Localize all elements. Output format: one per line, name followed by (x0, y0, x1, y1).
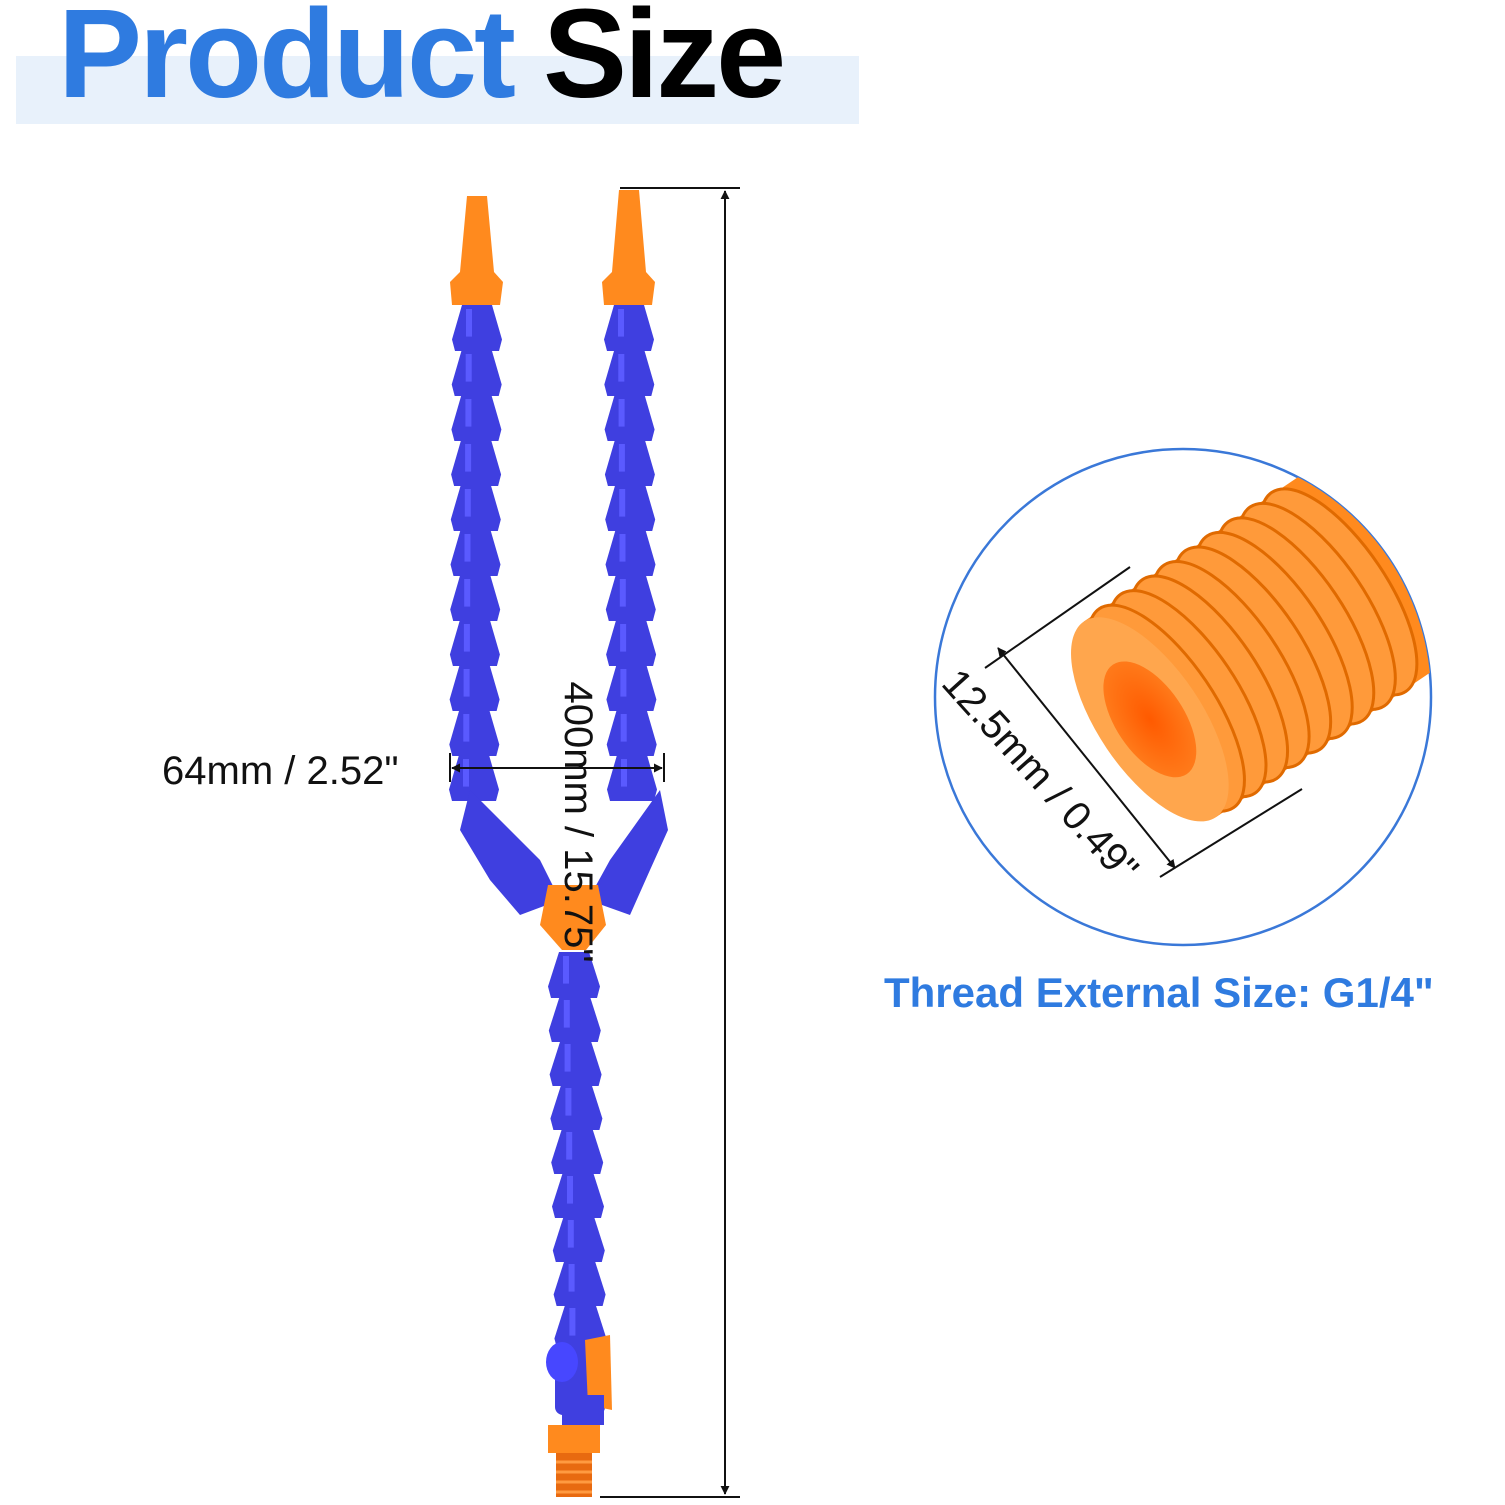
hose-segment-highlight (463, 669, 470, 697)
hose-segment-highlight (618, 309, 624, 337)
thread-size-caption: Thread External Size: G1/4" (884, 969, 1434, 1016)
hose-segment (452, 305, 502, 351)
hose-segment (606, 665, 657, 711)
hose-segment (548, 952, 600, 998)
hose-segment (604, 440, 655, 486)
length-dimension (600, 187, 740, 1498)
hose-segment (451, 395, 502, 441)
hose-segment-highlight (620, 669, 627, 697)
thread-detail (933, 447, 1433, 947)
valve-knob (546, 1342, 578, 1382)
hose-segment (606, 620, 657, 666)
hose-segment-highlight (563, 956, 569, 984)
hose-segment-highlight (618, 354, 625, 382)
left-lower-arm (460, 790, 560, 915)
hose-segment-highlight (567, 1220, 574, 1248)
title-band (16, 56, 859, 124)
hose-segment-highlight (620, 624, 627, 652)
hose-segment (553, 1260, 606, 1306)
hose-segment-highlight (465, 444, 472, 472)
right-lower-arm (588, 790, 668, 915)
length-dimension-label: 400mm / 15.75" (556, 681, 600, 963)
hose-segment (606, 710, 657, 756)
hose-segment (605, 575, 656, 621)
hose-segment (549, 1040, 602, 1086)
hose-segment-highlight (618, 444, 625, 472)
hose-segment-highlight (465, 399, 472, 427)
left-arm-segments (449, 305, 502, 801)
hose-segment (451, 440, 502, 486)
right-arm-segments (604, 305, 657, 801)
hose-segment (450, 575, 501, 621)
hose-segment-highlight (464, 489, 471, 517)
width-dimension (449, 753, 665, 782)
width-dimension-label: 64mm / 2.52" (162, 749, 399, 793)
hose-segment-highlight (465, 354, 472, 382)
title-word-size: Size (543, 0, 786, 124)
hose-segment-highlight (463, 759, 469, 787)
hose-segment-highlight (464, 579, 471, 607)
hose-segment (552, 1172, 604, 1218)
hose-segment (607, 755, 657, 801)
flexible-coolant-hose (449, 190, 668, 1497)
hose-segment (450, 485, 501, 531)
hose-segment (550, 1084, 603, 1130)
y-connector (540, 885, 606, 950)
hose-segment-highlight (621, 759, 627, 787)
stem-segments (548, 952, 607, 1350)
title-word-product: Product (58, 0, 516, 124)
hose-segment-highlight (566, 1132, 573, 1160)
hose-segment-highlight (567, 1176, 573, 1204)
hose-segment (450, 530, 501, 576)
hose-segment-highlight (569, 1308, 576, 1336)
hose-segment (604, 305, 654, 351)
hose-segment (451, 350, 502, 396)
hose-segment-highlight (618, 399, 625, 427)
hose-segment-highlight (620, 714, 627, 742)
hose-segment-highlight (568, 1264, 575, 1292)
hose-segment-highlight (466, 309, 472, 337)
hose-segment-highlight (565, 1088, 572, 1116)
hex-nut (548, 1425, 600, 1453)
hose-segment-highlight (619, 534, 626, 562)
hose-segment (551, 1128, 604, 1174)
hose-segment (449, 665, 500, 711)
hose-segment-highlight (619, 489, 626, 517)
threaded-end (556, 1453, 592, 1497)
left-nozzle-tip (450, 196, 503, 305)
hose-segment (449, 620, 500, 666)
hose-segment-highlight (464, 534, 471, 562)
hose-segment-highlight (463, 714, 470, 742)
hose-segment (605, 530, 656, 576)
hose-segment (552, 1216, 605, 1262)
hose-segment (604, 395, 655, 441)
hose-segment-highlight (563, 1000, 570, 1028)
hose-segment (604, 350, 655, 396)
hose-segment (548, 996, 601, 1042)
hose-segment-highlight (564, 1044, 571, 1072)
hose-segment (449, 710, 500, 756)
hose-segment-highlight (619, 579, 626, 607)
hose-segment (605, 485, 656, 531)
valve-handle (585, 1335, 612, 1410)
hose-segment-highlight (463, 624, 470, 652)
right-nozzle-tip (602, 190, 655, 305)
